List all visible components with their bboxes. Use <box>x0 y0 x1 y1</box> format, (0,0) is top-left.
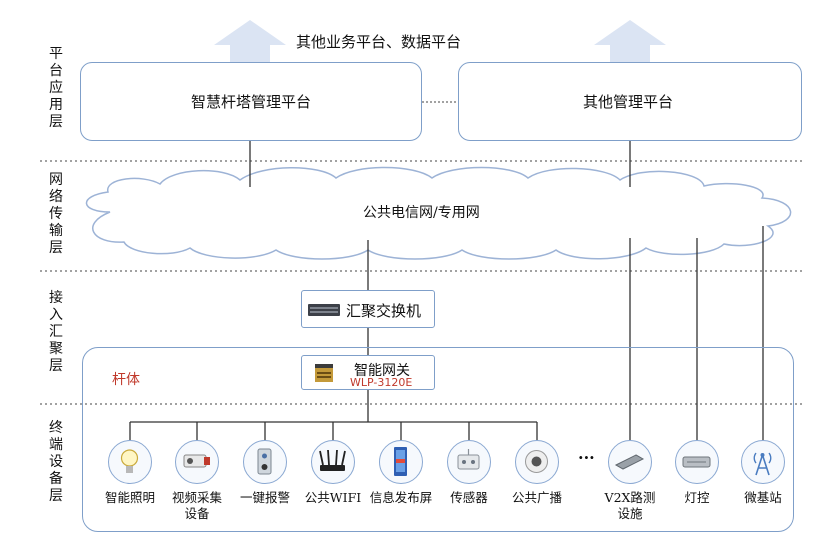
device-label-broadcast: 公共广播 <box>511 490 562 505</box>
layer-label-access: 接入汇聚层 <box>49 290 63 374</box>
device-label-light-control: 灯控 <box>684 490 710 505</box>
smart-gateway-label: 智能网关 <box>354 363 410 379</box>
base-station-icon <box>753 452 772 476</box>
sensor-icon <box>457 449 480 470</box>
pole-body-label: 杆体 <box>112 372 140 388</box>
device-broadcast[interactable] <box>515 440 559 484</box>
up-arrow-right <box>594 20 666 62</box>
aggregation-switch-box: 汇聚交换机 <box>301 290 435 328</box>
smart-gateway-box: 智能网关 WLP-3120E <box>301 355 435 390</box>
other-platform-box: 其他管理平台 <box>458 62 802 141</box>
router-icon <box>319 449 346 471</box>
top-platform-label: 其他业务平台、数据平台 <box>296 33 462 51</box>
layer-label-terminal: 终端设备层 <box>49 420 63 504</box>
device-label-camera-line2: 设备 <box>184 506 210 521</box>
device-sensor[interactable] <box>447 440 491 484</box>
gateway-icon <box>315 364 333 382</box>
device-v2x[interactable] <box>608 440 652 484</box>
device-label-v2x-line1: V2X路测 <box>604 490 656 505</box>
layer-label-network: 网络传输层 <box>49 172 63 256</box>
device-label-base-station: 微基站 <box>744 490 782 505</box>
network-cloud <box>85 166 792 260</box>
up-arrow-left <box>214 20 286 62</box>
gateway-model-label: WLP-3120E <box>350 376 413 389</box>
lightbulb-icon <box>120 449 139 473</box>
smart-pole-platform-box: 智慧杆塔管理平台 <box>80 62 422 141</box>
v2x-unit-icon <box>614 454 645 470</box>
device-base-station[interactable] <box>741 440 785 484</box>
pole-body-box: 杆体 <box>82 347 794 532</box>
aggregation-switch-label: 汇聚交换机 <box>346 302 422 320</box>
display-screen-icon <box>394 447 407 476</box>
camera-icon <box>183 454 210 468</box>
device-label-sensor: 传感器 <box>450 490 488 505</box>
device-label-lighting: 智能照明 <box>104 490 155 505</box>
device-light-control[interactable] <box>675 440 719 484</box>
device-alarm[interactable] <box>243 440 287 484</box>
alarm-panel-icon <box>257 448 272 475</box>
device-label-camera-line1: 视频采集 <box>171 490 222 505</box>
device-label-screen: 信息发布屏 <box>369 490 433 505</box>
speaker-icon <box>525 450 548 473</box>
switch-icon <box>308 304 340 316</box>
light-controller-icon <box>682 456 711 468</box>
network-label: 公共电信网/专用网 <box>363 205 480 221</box>
device-label-alarm: 一键报警 <box>239 490 290 505</box>
layer-label-platform: 平台应用层 <box>49 46 63 130</box>
device-label-v2x-line2: 设施 <box>617 506 643 521</box>
device-screen[interactable] <box>379 440 423 484</box>
other-platform-title: 其他管理平台 <box>583 93 674 111</box>
more-devices-ellipsis: ··· <box>578 448 595 467</box>
device-camera[interactable] <box>175 440 219 484</box>
device-lighting[interactable] <box>108 440 152 484</box>
device-label-wifi: 公共WIFI <box>304 490 362 505</box>
smart-pole-platform-title: 智慧杆塔管理平台 <box>191 93 312 111</box>
device-wifi[interactable] <box>311 440 355 484</box>
